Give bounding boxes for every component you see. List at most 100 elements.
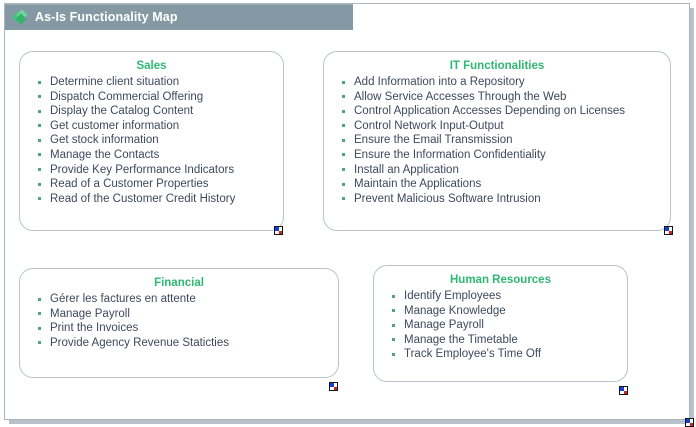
list-item-label: Print the Invoices (50, 322, 139, 335)
list-item[interactable]: Determine client situation (38, 75, 283, 90)
list-item[interactable]: Install an Application (342, 163, 670, 178)
bullet-icon (342, 153, 345, 157)
bullet-icon (38, 153, 41, 157)
reference-marker-icon-it-functionalities[interactable] (664, 226, 673, 235)
marker-red-square (334, 387, 337, 390)
bullet-icon (38, 326, 41, 330)
reference-marker-icon-financial[interactable] (329, 382, 338, 391)
reference-marker-icon-corner[interactable] (685, 418, 694, 427)
diamond-icon (12, 8, 28, 25)
list-item[interactable]: Control Network Input-Output (342, 119, 670, 134)
list-item-label: Get stock information (50, 134, 159, 147)
list-item-label: Manage the Timetable (404, 333, 518, 346)
list-item[interactable]: Allow Service Accesses Through the Web (342, 90, 670, 105)
bullet-icon (342, 124, 345, 128)
bullet-icon (38, 138, 41, 142)
bullet-icon (38, 95, 41, 99)
bullet-icon (392, 309, 395, 313)
bullet-icon (392, 294, 395, 298)
bullet-icon (38, 80, 41, 84)
page-title: As-Is Functionality Map (35, 10, 178, 24)
list-item[interactable]: Read of the Customer Credit History (38, 192, 283, 207)
list-item[interactable]: Get stock information (38, 133, 283, 148)
marker-red-square (279, 231, 282, 234)
list-item-label: Provide Key Performance Indicators (50, 163, 235, 176)
marker-blue-square (275, 227, 279, 231)
bullet-icon (38, 312, 41, 316)
marker-blue-square (330, 383, 334, 387)
bullet-icon (342, 182, 345, 186)
list-item-label: Manage the Contacts (50, 148, 160, 161)
list-item[interactable]: Prevent Malicious Software Intrusion (342, 192, 670, 207)
list-item-label: Track Employee's Time Off (404, 348, 542, 361)
list-item-label: Maintain the Applications (354, 178, 482, 191)
marker-blue-square (686, 419, 690, 423)
bullet-icon (38, 109, 41, 113)
list-item[interactable]: Add Information into a Repository (342, 75, 670, 90)
marker-blue-square (665, 227, 669, 231)
list-item-label: Provide Agency Revenue Staticties (50, 336, 229, 349)
list-item-label: Ensure the Information Confidentiality (354, 148, 546, 161)
bullet-icon (392, 352, 395, 356)
group-title-it-functionalities: IT Functionalities (449, 60, 545, 72)
list-item[interactable]: Ensure the Information Confidentiality (342, 148, 670, 163)
group-list-it-functionalities: Add Information into a Repository Allow … (324, 75, 670, 206)
list-item-label: Install an Application (354, 163, 459, 176)
list-item[interactable]: Maintain the Applications (342, 177, 670, 192)
list-item-label: Display the Catalog Content (50, 105, 194, 118)
list-item-label: Read of the Customer Credit History (50, 192, 236, 205)
list-item-label: Add Information into a Repository (354, 76, 525, 88)
list-item[interactable]: Manage Knowledge (392, 304, 627, 319)
bullet-icon (342, 138, 345, 142)
marker-blue-square (620, 387, 624, 391)
bullet-icon (38, 168, 41, 172)
group-list-financial: Gérer les factures en attente Manage Pay… (20, 292, 338, 350)
reference-marker-icon-human-resources[interactable] (619, 386, 628, 395)
list-item[interactable]: Provide Agency Revenue Staticties (38, 336, 338, 351)
list-item[interactable]: Provide Key Performance Indicators (38, 163, 283, 178)
list-item-label: Control Network Input-Output (354, 119, 504, 132)
group-box-it-functionalities[interactable]: IT Functionalities Add Information into … (323, 51, 671, 231)
group-box-financial[interactable]: Financial Gérer les factures en attente … (19, 268, 339, 378)
group-title-human-resources: Human Resources (450, 274, 551, 286)
list-item[interactable]: Get customer information (38, 119, 283, 134)
bullet-icon (392, 338, 395, 342)
list-item[interactable]: Gérer les factures en attente (38, 292, 338, 307)
group-box-sales[interactable]: Sales Determine client situation Dispatc… (19, 51, 284, 231)
list-item[interactable]: Manage Payroll (38, 307, 338, 322)
frame-shadow-bottom (9, 420, 694, 424)
list-item-label: Read of a Customer Properties (50, 178, 209, 191)
list-item-label: Manage Payroll (404, 319, 484, 332)
list-item[interactable]: Print the Invoices (38, 321, 338, 336)
list-item[interactable]: Dispatch Commercial Offering (38, 90, 283, 105)
list-item-label: Dispatch Commercial Offering (50, 90, 204, 103)
list-item-label: Ensure the Email Transmission (354, 134, 513, 147)
group-title-sales: Sales (136, 60, 167, 72)
list-item[interactable]: Track Employee's Time Off (392, 347, 627, 362)
list-item[interactable]: Control Application Accesses Depending o… (342, 104, 670, 119)
list-item[interactable]: Manage the Timetable (392, 333, 627, 348)
group-list-human-resources: Identify Employees Manage Knowledge Mana… (374, 289, 627, 362)
marker-red-square (624, 391, 627, 394)
list-item[interactable]: Manage Payroll (392, 318, 627, 333)
list-item[interactable]: Identify Employees (392, 289, 627, 304)
group-box-human-resources[interactable]: Human Resources Identify Employees Manag… (373, 265, 628, 382)
title-bar-highlight (5, 4, 353, 5)
window-title-bar: As-Is Functionality Map (5, 4, 353, 30)
list-item[interactable]: Display the Catalog Content (38, 104, 283, 119)
bullet-icon (342, 197, 345, 201)
list-item[interactable]: Ensure the Email Transmission (342, 133, 670, 148)
frame-shadow-right (690, 8, 694, 422)
bullet-icon (342, 80, 345, 84)
list-item-label: Manage Payroll (50, 307, 130, 320)
bullet-icon (38, 182, 41, 186)
bullet-icon (342, 168, 345, 172)
list-item-label: Manage Knowledge (404, 304, 506, 317)
bullet-icon (38, 341, 41, 345)
list-item[interactable]: Manage the Contacts (38, 148, 283, 163)
list-item-label: Prevent Malicious Software Intrusion (354, 192, 541, 205)
list-item[interactable]: Read of a Customer Properties (38, 177, 283, 192)
list-item-label: Get customer information (50, 119, 180, 132)
bullet-icon (38, 197, 41, 201)
reference-marker-icon-sales[interactable] (274, 226, 283, 235)
